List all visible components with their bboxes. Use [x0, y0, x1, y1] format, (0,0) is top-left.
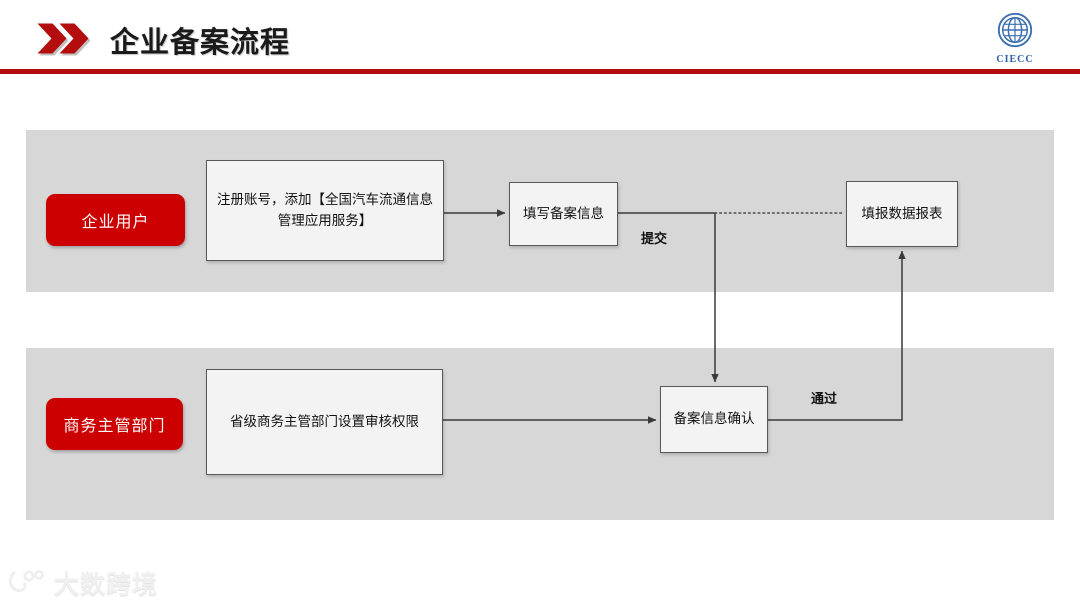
footer-watermark-text: 大数跨境: [54, 571, 159, 599]
edge-label-submit: 提交: [641, 231, 668, 246]
ciecc-globe-logo-icon: [986, 12, 1044, 53]
role-badge-authority: 商务主管部门: [46, 398, 183, 450]
edge-label-pass: 通过: [811, 391, 838, 406]
brand-logo: CIECC: [986, 12, 1044, 65]
header-divider: [0, 69, 1080, 74]
brand-logo-text: CIECC: [996, 54, 1034, 65]
double-chevron-right-icon: [36, 22, 94, 56]
process-node-register-account[interactable]: 注册账号，添加【全国汽车流通信息管理应用服务】: [206, 160, 444, 261]
role-badge-enterprise: 企业用户: [46, 194, 185, 246]
page-title: 企业备案流程: [110, 27, 291, 59]
process-node-set-review-authority[interactable]: 省级商务主管部门设置审核权限: [206, 369, 443, 475]
process-node-submit-data-report[interactable]: 填报数据报表: [846, 181, 958, 247]
process-node-fill-filing-info[interactable]: 填写备案信息: [509, 182, 618, 246]
page-header: 企业备案流程 CIECC: [0, 0, 1080, 74]
process-node-confirm-filing-info[interactable]: 备案信息确认: [660, 386, 768, 453]
footer-watermark: 大数跨境: [8, 565, 158, 601]
dashu-kuajing-logo-icon: [8, 567, 48, 600]
